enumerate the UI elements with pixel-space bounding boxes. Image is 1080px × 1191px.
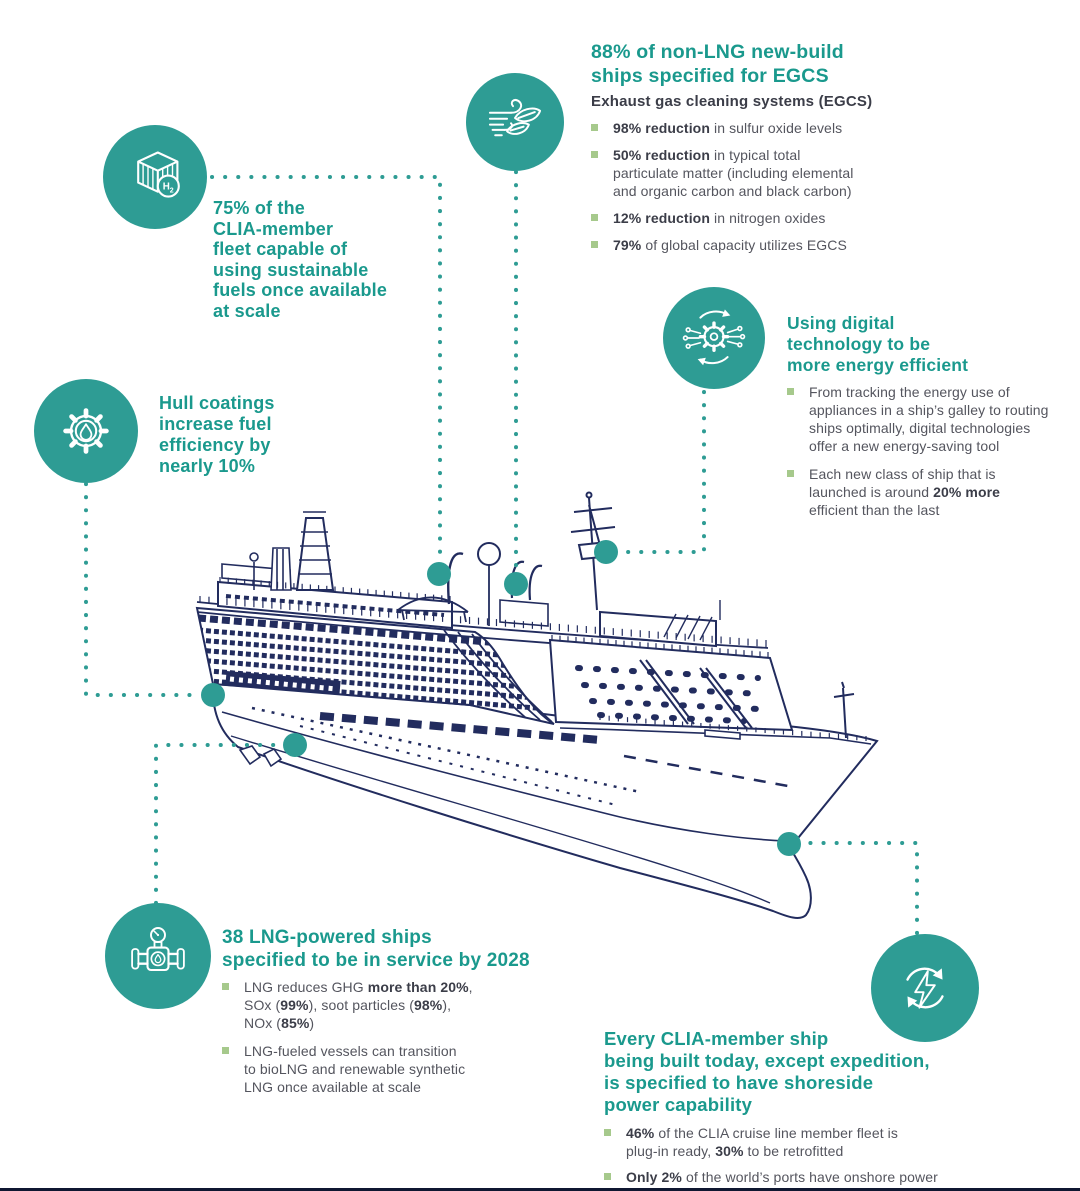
bullet-text: 50% reduction in typical total particula…	[613, 147, 854, 199]
ship-point-marker	[427, 562, 451, 586]
bullet-square-icon	[591, 241, 598, 248]
list-item: Each new class of ship that is launched …	[787, 465, 1080, 519]
ship-bow-mast	[833, 681, 855, 739]
list-item: LNG reduces GHG more than 20%, SOx (99%)…	[222, 978, 582, 1032]
ship-radar-dome	[477, 542, 501, 566]
lng-pipeline-gauge-icon	[105, 903, 211, 1009]
list-item: 46% of the CLIA cruise line member fleet…	[604, 1124, 1024, 1160]
digital-network-gear-icon	[663, 287, 765, 389]
bullet-square-icon	[591, 151, 598, 158]
ship-point-marker	[594, 540, 618, 564]
dotted-connector	[791, 841, 919, 935]
bullet-square-icon	[787, 470, 794, 477]
bullet-square-icon	[222, 983, 229, 990]
ship-deck-hatches	[623, 754, 789, 788]
callout-hull-title: Hull coatings increase fuel efficiency b…	[159, 393, 275, 476]
bullet-square-icon	[604, 1129, 611, 1136]
callout-digital: Using digital technology to be more ener…	[787, 313, 1080, 529]
ship-bootline	[230, 735, 771, 904]
svg-text:H2: H2	[163, 182, 174, 195]
callout-shore: Every CLIA-member ship being built today…	[604, 1028, 1024, 1191]
bullet-text: From tracking the energy use of applianc…	[809, 384, 1049, 454]
bullet-text: 12% reduction in nitrogen oxides	[613, 210, 826, 226]
list-item: Only 2% of the world’s ports have onshor…	[604, 1168, 1024, 1186]
ship-funnel	[295, 517, 335, 591]
ship-point-marker	[283, 733, 307, 757]
callout-egcs-bullets: 98% reduction in sulfur oxide levels 50%…	[591, 119, 931, 254]
callout-egcs-title: 88% of non-LNG new-build ships specified…	[591, 41, 844, 87]
shore-power-recycle-icon	[871, 934, 979, 1042]
gear-droplet-icon	[34, 379, 138, 483]
ship-drawing	[195, 491, 879, 919]
callout-digital-title: Using digital technology to be more ener…	[787, 313, 969, 375]
list-item: 98% reduction in sulfur oxide levels	[591, 119, 931, 137]
ship-oval-windows	[575, 665, 765, 724]
callout-egcs-subtitle: Exhaust gas cleaning systems (EGCS)	[591, 93, 873, 110]
ship-diagonal-band	[639, 659, 753, 729]
list-item: LNG-fueled vessels can transition to bio…	[222, 1042, 582, 1096]
bullet-text: LNG-fueled vessels can transition to bio…	[244, 1043, 466, 1095]
ship-point-marker	[777, 832, 801, 856]
ship-railings	[199, 577, 867, 741]
dotted-connectors	[84, 170, 919, 935]
bullet-square-icon	[604, 1173, 611, 1180]
bullet-text: 46% of the CLIA cruise line member fleet…	[626, 1125, 898, 1159]
footer-rule	[0, 1188, 1080, 1191]
callout-egcs: 88% of non-LNG new-build ships specified…	[591, 40, 931, 263]
callout-digital-bullets: From tracking the energy use of applianc…	[787, 383, 1080, 519]
ship-bridge	[599, 610, 717, 648]
ship-glass-dome	[397, 596, 469, 623]
dotted-connector	[210, 175, 442, 564]
ship-tower	[270, 547, 292, 591]
bullet-text: Each new class of ship that is launched …	[809, 466, 1001, 518]
callout-lng: 38 LNG-powered ships specified to be in …	[222, 926, 582, 1106]
callout-lng-bullets: LNG reduces GHG more than 20%, SOx (99%)…	[222, 978, 582, 1096]
list-item: From tracking the energy use of applianc…	[787, 383, 1080, 455]
callout-lng-title: 38 LNG-powered ships specified to be in …	[222, 927, 530, 971]
bullet-square-icon	[591, 214, 598, 221]
bullet-text: 79% of global capacity utilizes EGCS	[613, 237, 847, 253]
ship-stern-fin	[238, 745, 262, 766]
list-item: 50% reduction in typical total particula…	[591, 146, 931, 200]
ship-window-rows	[197, 614, 554, 713]
bullet-square-icon	[787, 388, 794, 395]
ship-balcony-cascade	[443, 629, 553, 723]
list-item: 12% reduction in nitrogen oxides	[591, 209, 931, 227]
ship-stern-fin	[262, 747, 283, 768]
dotted-connector	[84, 482, 202, 697]
bullet-text: Only 2% of the world’s ports have onshor…	[626, 1169, 938, 1185]
ship-point-marker	[201, 683, 225, 707]
callout-shore-bullets: 46% of the CLIA cruise line member fleet…	[604, 1124, 1024, 1186]
list-item: 79% of global capacity utilizes EGCS	[591, 236, 931, 254]
callout-shore-title: Every CLIA-member ship being built today…	[604, 1028, 930, 1115]
bullet-text: LNG reduces GHG more than 20%, SOx (99%)…	[244, 979, 473, 1031]
ship-point-markers	[201, 540, 801, 856]
ship-intake-pipe	[447, 552, 464, 605]
ship-point-marker	[504, 572, 528, 596]
dotted-connector	[618, 390, 706, 554]
callout-fuels-title: 75% of the CLIA-member fleet capable of …	[213, 198, 388, 321]
ship-waterline	[221, 711, 787, 842]
ship-lifeboat-row	[319, 712, 601, 744]
dotted-connector	[154, 743, 284, 905]
hydrogen-container-icon: H2	[103, 125, 207, 229]
bullet-text: 98% reduction in sulfur oxide levels	[613, 120, 843, 136]
bullet-square-icon	[222, 1047, 229, 1054]
ship-porthole-row	[251, 706, 641, 794]
bullet-square-icon	[591, 124, 598, 131]
wind-leaves-icon	[466, 73, 564, 171]
